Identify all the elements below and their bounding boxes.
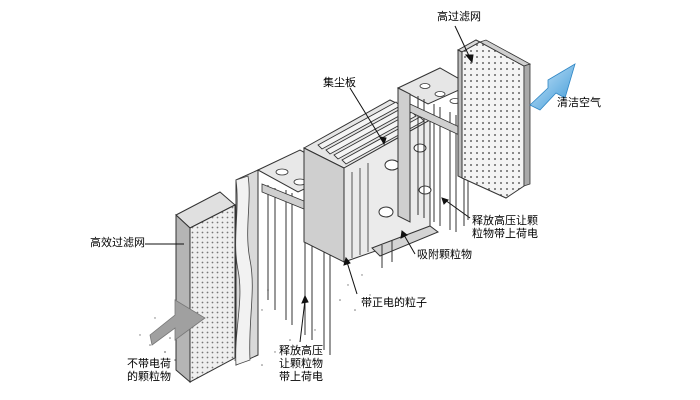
label-adsorbed-particles: 吸附颗粒物	[417, 248, 472, 261]
label-uncharged-particles: 不带电荷 的颗粒物	[127, 357, 171, 383]
label-leader-lines	[145, 25, 474, 343]
label-hepa-filter: 高效过滤网	[90, 236, 145, 249]
label-positive-particles: 带正电的粒子	[361, 296, 427, 309]
label-release-high-voltage-left: 释放高压 让颗粒物 带上荷电	[279, 344, 323, 383]
label-clean-air: 清洁空气	[557, 96, 601, 109]
label-release-high-voltage-right: 释放高压让颗 粒物带上荷电	[472, 214, 538, 240]
label-collector-plate: 集尘板	[323, 76, 356, 89]
collector-plate-stack	[302, 99, 440, 268]
clean-air-arrow	[529, 63, 576, 111]
hepa-filter-panel	[175, 191, 236, 384]
high-filter-panel	[456, 39, 531, 199]
incoming-air-arrow	[149, 299, 206, 346]
label-high-filter: 高过滤网	[437, 10, 481, 23]
